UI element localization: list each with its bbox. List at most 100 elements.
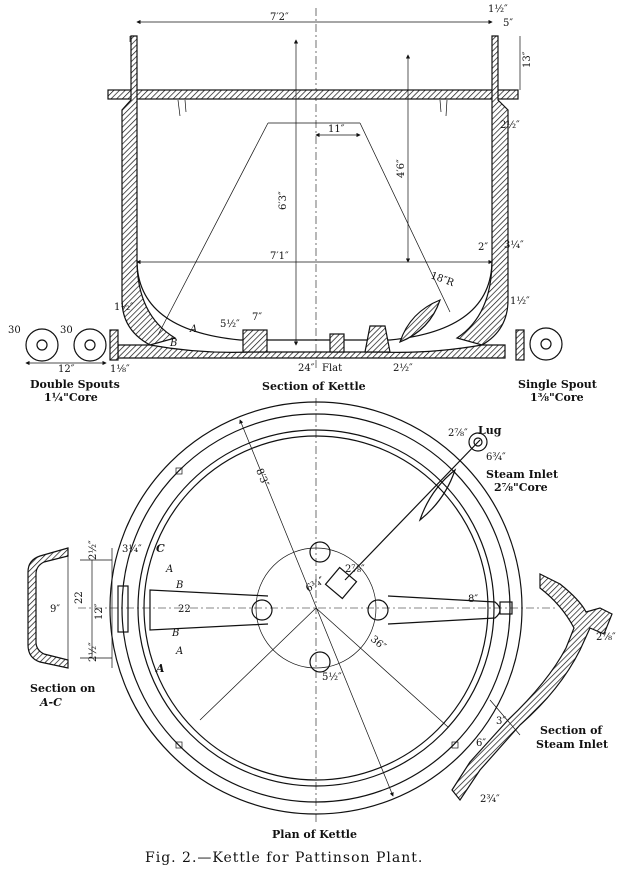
label-a-section: A: [189, 324, 197, 335]
dim-spout-30b: 30: [60, 325, 73, 336]
dim-plan-36: 36″: [368, 634, 388, 653]
plan-radius-line-2: [199, 607, 317, 721]
dim-sec-2-5a: 2½″: [88, 540, 99, 560]
dim-plan-2-875: 2⅞″: [345, 564, 365, 575]
plan-outer-rim: [109, 401, 523, 815]
label-double-spouts-core: 1¼"Core: [44, 391, 98, 404]
dim-width-top: 7′2″: [270, 12, 289, 23]
rim-lugs: [177, 99, 448, 117]
rim-lug-2: [175, 741, 183, 749]
dim-side-2: 2″: [478, 242, 488, 253]
plan-lug-hole: [473, 437, 483, 447]
plan-steam-blade: [418, 468, 457, 522]
label-section-of: Section of: [540, 724, 603, 737]
steam-inlet-body: [451, 573, 613, 802]
stirrer-blade: [399, 298, 441, 344]
dim-side-1-5: 1½″: [510, 296, 530, 307]
dim-bottom-1-125: 1⅛″: [110, 364, 130, 375]
plan-double-spout: [117, 585, 129, 633]
label-section-on: Section on: [30, 682, 95, 695]
dim-rim-13: 13″: [522, 51, 533, 68]
section-ac-body: [27, 547, 69, 669]
double-spouts: [25, 328, 119, 366]
label-a-big: A: [155, 662, 165, 675]
label-lug: Lug: [478, 424, 502, 437]
label-single-spout-core: 1⅜"Core: [530, 391, 584, 404]
steam-inlet-pipe-line: [489, 699, 521, 736]
label-single-spout: Single Spout: [518, 378, 598, 391]
plan-rim-inner: [121, 413, 511, 803]
dim-bottom-24: 24″: [298, 363, 315, 374]
dim-inlet-6: 6″: [476, 738, 486, 749]
plan-arm-right: [387, 595, 501, 625]
section-on-ac: 9″ 22 12″ 3¼″ 2½″ 2½″ Section on A-C: [27, 540, 142, 709]
label-c: C: [156, 542, 165, 555]
rim-flange: [107, 89, 519, 100]
dim-lug-2-875: 2⅞″: [448, 428, 468, 439]
plan-hole-left: [251, 599, 273, 621]
label-steam-inlet: Steam Inlet: [486, 468, 559, 481]
label-b-plan-top: B: [175, 580, 183, 591]
plan-spout: [499, 601, 513, 615]
single-spout: [515, 327, 563, 361]
label-b-plan-bottom: B: [171, 628, 179, 639]
plan-arm-left: [149, 589, 269, 631]
plan-lug: [468, 432, 488, 452]
dim-bottom-5-5: 5½″: [220, 319, 240, 330]
dim-rim-1-5: 1½″: [488, 4, 508, 15]
dim-rim-2-5: 2½″: [500, 120, 520, 131]
dim-lug-6-75: 6¾″: [486, 452, 506, 463]
dim-sec-12: 12″: [94, 603, 105, 620]
bottom-boss-left: [242, 329, 268, 353]
wall-right: [455, 35, 509, 346]
plan-steam-pipe: [344, 439, 481, 581]
label-b-section: B: [169, 338, 177, 349]
label-flat: Flat: [322, 363, 342, 374]
wall-left: [121, 35, 177, 346]
section-of-kettle: 7′2″ 7′1″ 6′3″ 4′6″ 11″ 18″R 13″ 1½″ 5″ …: [8, 4, 598, 404]
dim-sec-22: 22: [74, 591, 85, 604]
dim-sec-9: 9″: [50, 604, 60, 615]
dim-inlet-3: 3″: [496, 716, 506, 727]
inner-bowl-line: [136, 259, 493, 341]
dim-width-mid: 7′1″: [270, 251, 289, 262]
plan-hole-top: [309, 541, 331, 563]
dim-11: 11″: [328, 124, 345, 135]
dim-plan-8-3: 8′3″: [253, 467, 270, 489]
label-steam-inlet-section: Steam Inlet: [536, 738, 609, 751]
rim-lug-3: [451, 741, 459, 749]
rim-lug-1: [175, 467, 183, 475]
plan-radius-line: [315, 607, 449, 728]
label-a-plan-top: A: [165, 564, 173, 575]
bottom-boss-right: [364, 325, 391, 353]
dim-plan-6-75: 6¾″: [304, 575, 327, 595]
dim-bottom-1-5: 1½″: [114, 302, 134, 313]
dim-plan-22: 22: [178, 604, 191, 615]
section-ac-dims: [80, 548, 113, 668]
dim-side-3-25: 3¼″: [504, 240, 524, 251]
dim-depth: 4′6″: [396, 159, 407, 178]
dim-spout-12: 12″: [58, 364, 75, 375]
label-section-on-ac: A-C: [39, 696, 62, 709]
plan-hole-right: [367, 599, 389, 621]
dim-plan-8: 8″: [468, 594, 478, 605]
bottom-boss-mid: [329, 333, 345, 353]
dim-sec-2-5b: 2½″: [88, 642, 99, 662]
dim-radius: 18″R: [429, 270, 456, 289]
plan-of-kettle: 8′3″ 6¾″ 2⅞″ 36″ 5½″ 8″ 22 A B B A C A L…: [78, 398, 559, 841]
dim-bottom-7: 7″: [252, 312, 262, 323]
section-steam-inlet: 3″ 6″ 2¾″ 2⅞″ Section of Steam Inlet: [451, 573, 616, 805]
dim-plan-5-5: 5½″: [322, 672, 342, 683]
dim-sec-3-25: 3¼″: [122, 544, 142, 555]
figure-caption: Fig. 2.—Kettle for Pattinson Plant.: [145, 850, 423, 866]
plan-hole-bottom: [309, 651, 331, 673]
label-double-spouts: Double Spouts: [30, 378, 120, 391]
label-plan-of-kettle: Plan of Kettle: [272, 828, 357, 841]
dim-bottom-2-5: 2½″: [393, 363, 413, 374]
stirrer-arm-right: [359, 122, 451, 313]
label-a-plan-bottom: A: [175, 646, 183, 657]
dim-height: 6′3″: [278, 191, 289, 210]
label-section-of-kettle: Section of Kettle: [262, 380, 366, 393]
label-steam-inlet-core: 2⅞"Core: [494, 481, 548, 494]
